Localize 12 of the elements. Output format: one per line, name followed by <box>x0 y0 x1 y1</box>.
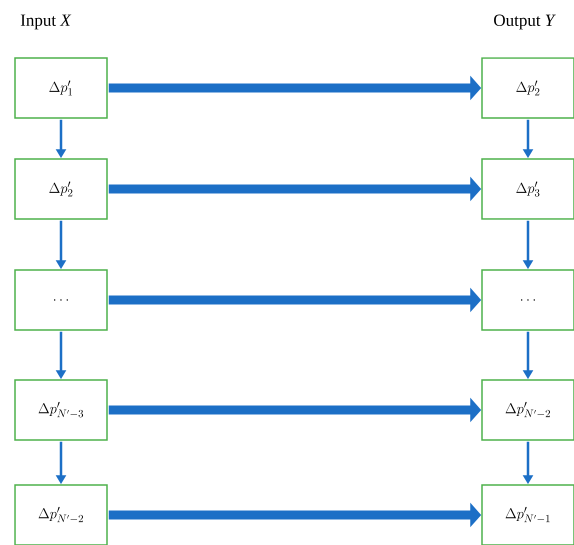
process-box: $\Delta p'_{2}$ <box>481 57 574 119</box>
process-box: $\Delta p'_{N'-1}$ <box>481 484 574 545</box>
process-box: $\Delta p'_{1}$ <box>14 57 108 119</box>
process-box: $\Delta p'_{N'-2}$ <box>481 379 574 441</box>
process-box: $\Delta p'_{N'-3}$ <box>14 379 108 441</box>
process-box: $\ldots$ <box>481 269 574 331</box>
process-box: $\Delta p'_{2}$ <box>14 158 108 220</box>
process-box: $\Delta p'_{N'-2}$ <box>14 484 108 545</box>
process-box: $\Delta p'_{3}$ <box>481 158 574 220</box>
column-heading: Output Y <box>494 14 556 30</box>
process-box: $\ldots$ <box>14 269 108 331</box>
column-heading: Input X <box>20 14 72 30</box>
